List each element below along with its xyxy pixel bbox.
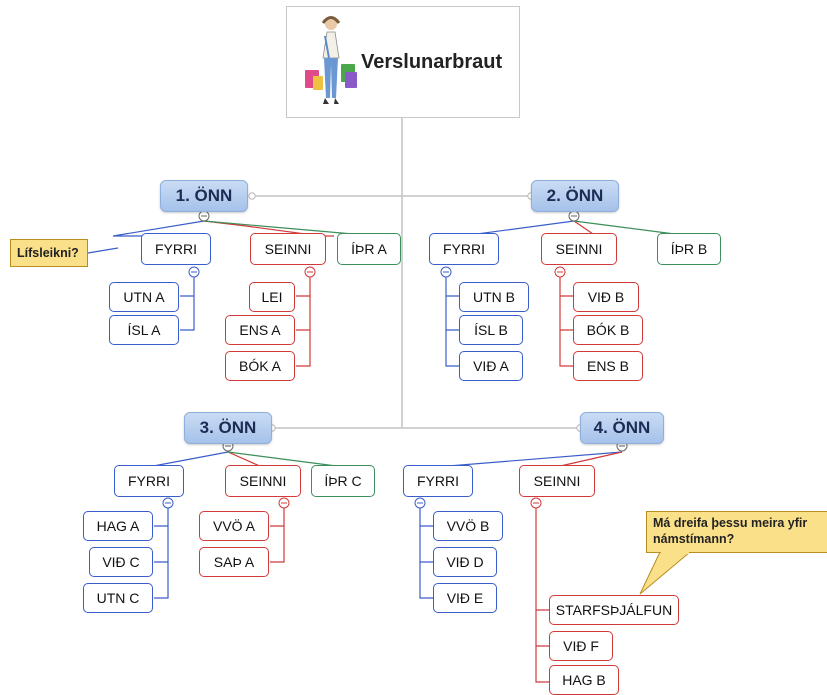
course-starfsthjalfun[interactable]: STARFSÞJÁLFUN	[549, 595, 679, 625]
course-sath-a[interactable]: SAÞ A	[199, 547, 269, 577]
course-utn-c[interactable]: UTN C	[83, 583, 153, 613]
semester-4[interactable]: 4. ÖNN	[580, 412, 664, 444]
course-lei[interactable]: LEI	[249, 282, 295, 312]
fyrri-node[interactable]: FYRRI	[403, 465, 473, 497]
note-line-1: Má dreifa þessu meira yfir	[653, 516, 808, 530]
course-vid-f[interactable]: VIÐ F	[549, 631, 613, 661]
seinni-node[interactable]: SEINNI	[541, 233, 617, 265]
fyrri-node[interactable]: FYRRI	[429, 233, 499, 265]
central-title: Verslunarbraut	[361, 50, 503, 73]
course-vid-a[interactable]: VIÐ A	[459, 351, 523, 381]
course-hag-a[interactable]: HAG A	[83, 511, 153, 541]
course-ens-a[interactable]: ENS A	[225, 315, 295, 345]
spread-courses-note[interactable]: Má dreifa þessu meira yfir námstímann?	[646, 511, 827, 553]
lifsleikni-note[interactable]: Lífsleikni?	[10, 239, 88, 267]
seinni-node[interactable]: SEINNI	[519, 465, 595, 497]
course-isl-b[interactable]: ÍSL B	[459, 315, 523, 345]
course-utn-a[interactable]: UTN A	[109, 282, 179, 312]
course-ens-b[interactable]: ENS B	[573, 351, 643, 381]
fyrri-node[interactable]: FYRRI	[114, 465, 184, 497]
semester-3[interactable]: 3. ÖNN	[184, 412, 272, 444]
shopping-woman-icon	[305, 16, 357, 104]
semester-2[interactable]: 2. ÖNN	[531, 180, 619, 212]
seinni-node[interactable]: SEINNI	[225, 465, 301, 497]
course-vid-e[interactable]: VIÐ E	[433, 583, 497, 613]
course-utn-b[interactable]: UTN B	[459, 282, 529, 312]
ipr-c-node[interactable]: ÍÞR C	[311, 465, 375, 497]
course-bok-b[interactable]: BÓK B	[573, 315, 643, 345]
central-topic[interactable]: Verslunarbraut	[286, 6, 520, 118]
ipr-b-node[interactable]: ÍÞR B	[657, 233, 721, 265]
fyrri-node[interactable]: FYRRI	[141, 233, 211, 265]
course-hag-b[interactable]: HAG B	[549, 665, 619, 695]
ipr-a-node[interactable]: ÍÞR A	[337, 233, 401, 265]
course-bok-a[interactable]: BÓK A	[225, 351, 295, 381]
semester-1[interactable]: 1. ÖNN	[160, 180, 248, 212]
course-isl-a[interactable]: ÍSL A	[109, 315, 179, 345]
course-vid-c[interactable]: VIÐ C	[89, 547, 153, 577]
course-vid-b[interactable]: VIÐ B	[573, 282, 639, 312]
course-vvo-b[interactable]: VVÖ B	[433, 511, 503, 541]
course-vvo-a[interactable]: VVÖ A	[199, 511, 269, 541]
course-vid-d[interactable]: VIÐ D	[433, 547, 497, 577]
note-line-2: námstímann?	[653, 532, 735, 546]
seinni-node[interactable]: SEINNI	[250, 233, 326, 265]
callout-pointer-mask	[661, 551, 689, 554]
